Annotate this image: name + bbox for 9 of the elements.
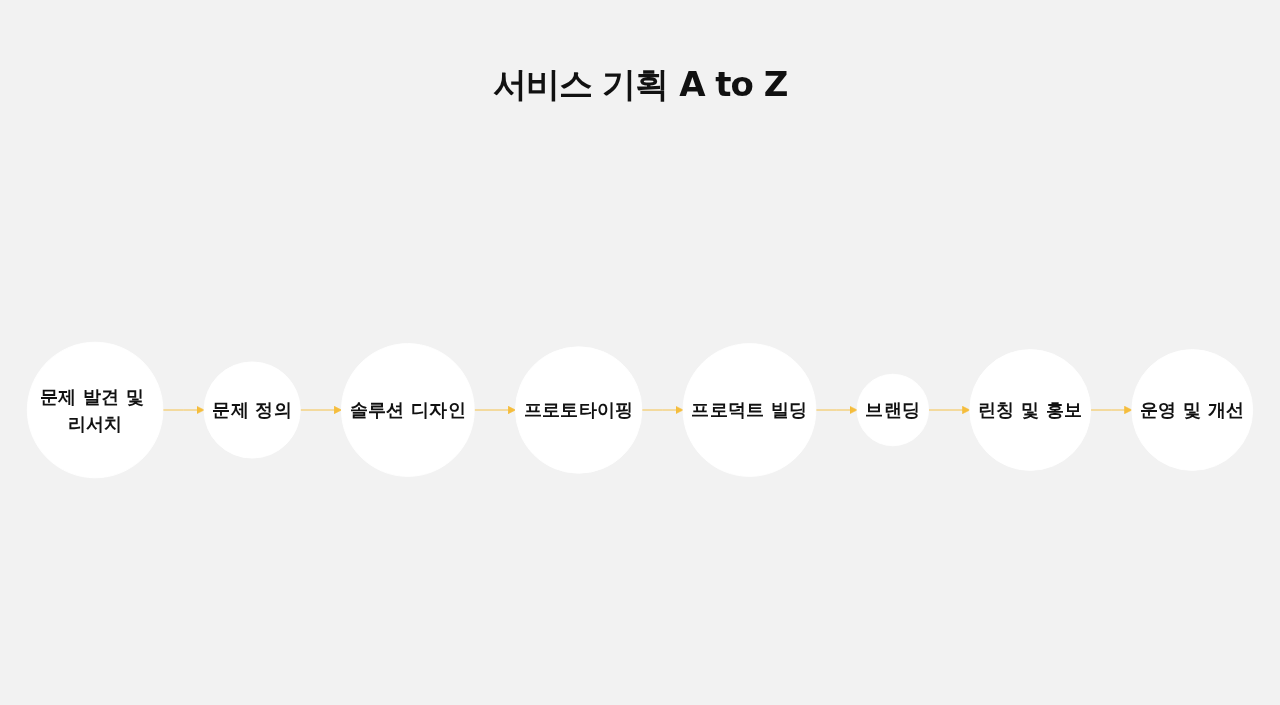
- node-circle: 브랜딩: [856, 373, 929, 447]
- node-circle: 프로토타이핑: [515, 346, 643, 474]
- node-circle: 문제 정의: [203, 361, 301, 459]
- node-circle: 프로덕트 빌딩: [682, 343, 817, 477]
- node-circle: 린칭 및 홍보: [969, 349, 1092, 471]
- title: 서비스 기획 A to Z: [492, 63, 788, 106]
- node-circle: 문제 발견 및 리서치: [26, 341, 164, 479]
- node-circle: 솔루션 디자인: [341, 343, 475, 477]
- node-circle: 운영 및 개선: [1131, 349, 1254, 471]
